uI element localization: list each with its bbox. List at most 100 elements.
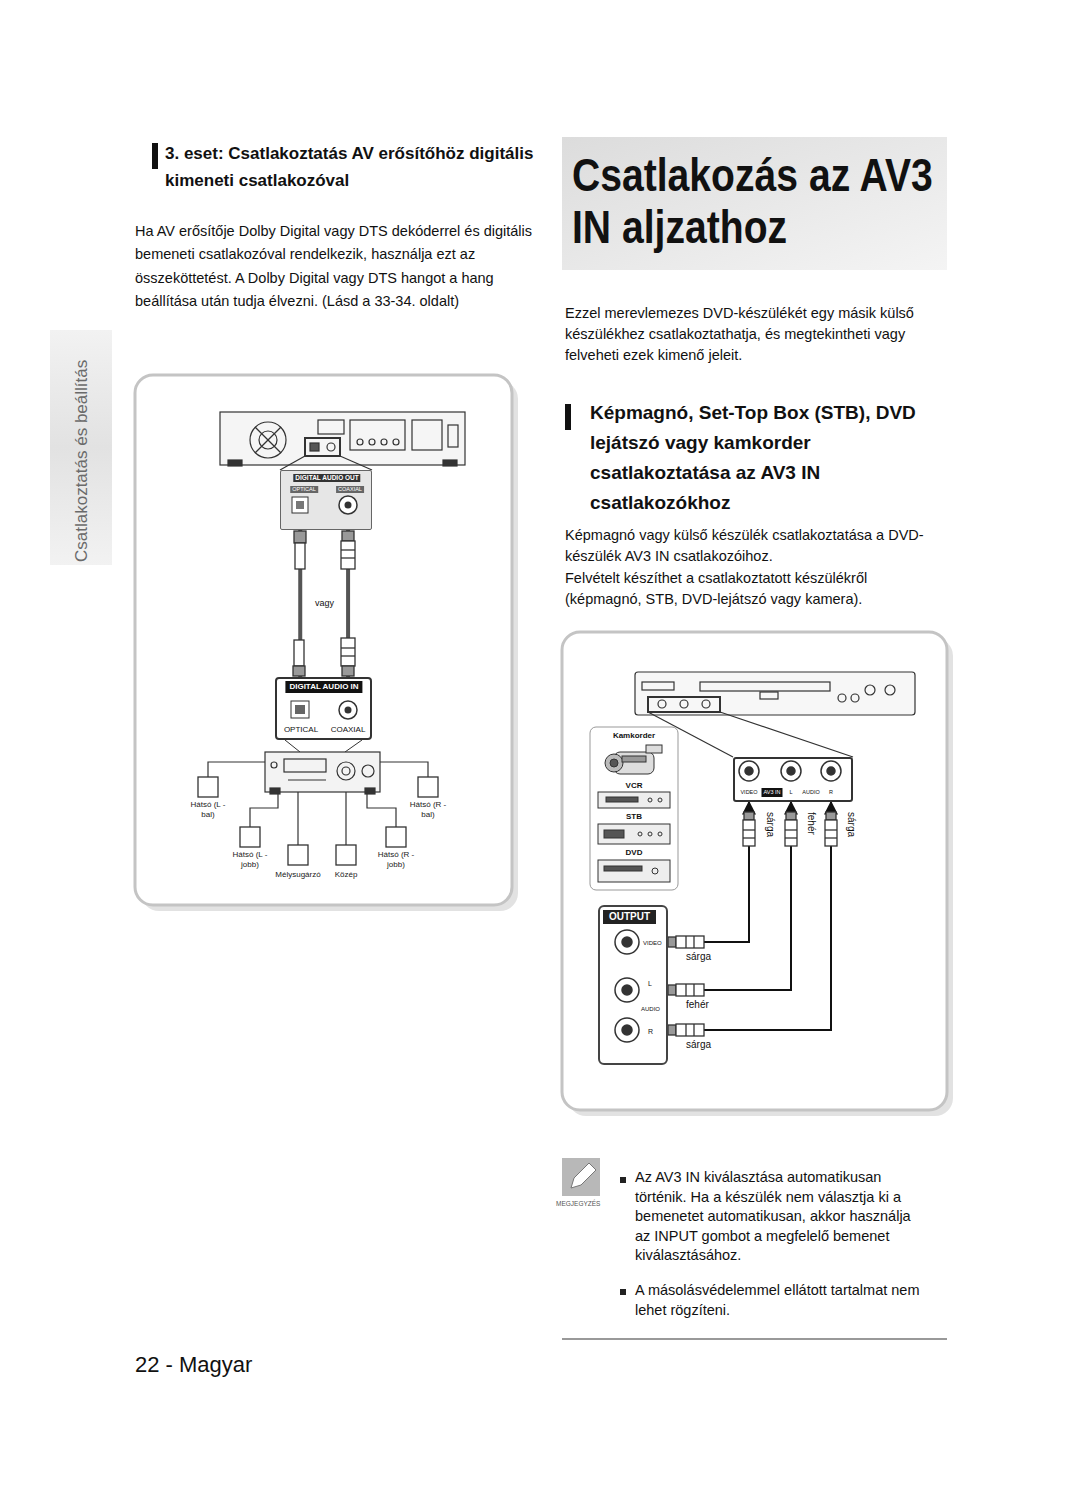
- coaxial-plug: [341, 647, 355, 648]
- rca-plug: [668, 985, 676, 995]
- device-label: STB: [626, 812, 642, 822]
- amplifier: [362, 765, 374, 777]
- speaker-wires: [297, 792, 298, 845]
- output-jack: [615, 1018, 639, 1042]
- cable-color: sárga: [684, 951, 713, 963]
- coaxial-plug: [341, 531, 355, 676]
- rca-plug: [693, 984, 694, 996]
- rca-plug: [685, 936, 686, 948]
- panel-heading: DIGITAL AUDIO OUT: [293, 474, 360, 482]
- optical-plug: [295, 543, 305, 569]
- set-top-box: [658, 832, 662, 836]
- amplifier: [271, 762, 277, 768]
- recorder-rear: [412, 420, 442, 450]
- coaxial-plug: [341, 655, 355, 656]
- digital-in-panel: [345, 707, 352, 714]
- cable-color: sárga: [684, 1039, 713, 1051]
- page-number: 22 - Magyar: [135, 1352, 252, 1378]
- set-top-box: [604, 830, 624, 838]
- recorder-rear: [305, 438, 340, 456]
- speaker-wires: [345, 792, 346, 845]
- vcr: [598, 792, 670, 808]
- cable-color: sárga: [845, 812, 857, 837]
- av-cable: [668, 802, 749, 942]
- panel-heading: OUTPUT: [603, 910, 656, 924]
- recorder-rear: [357, 439, 363, 445]
- speaker: [240, 827, 260, 847]
- digital-out-panel: [281, 471, 371, 529]
- jack-label: COAXIAL: [331, 725, 366, 735]
- note-icon: [620, 1289, 626, 1295]
- device-label: Kamkorder: [613, 731, 655, 741]
- rca-plug: [668, 937, 676, 947]
- recorder-front: [885, 685, 895, 695]
- set-top-box: [598, 824, 670, 844]
- speaker-label: Hátsó (L - jobb): [227, 850, 273, 869]
- heading-bar: [565, 404, 571, 430]
- recorder-front: [658, 700, 666, 708]
- av-cable: [668, 802, 791, 990]
- recorder-front: [838, 694, 846, 702]
- jack-label: VIDEO: [643, 940, 662, 947]
- cable-color: sárga: [764, 812, 776, 837]
- speaker: [336, 845, 356, 865]
- recorder-front: [648, 697, 720, 712]
- jack-panel: DIGITAL AUDIO INOPTICALCOAXIAL: [275, 677, 372, 740]
- recorder-rear: [255, 427, 281, 453]
- input-panel: VIDEOAV3 INLAUDIOR: [733, 757, 853, 802]
- section-heading: Képmagnó, Set-Top Box (STB), DVD lejátsz…: [590, 398, 955, 518]
- dvd-player: [652, 868, 658, 874]
- recorder-front: [700, 682, 830, 691]
- amplifier: [284, 759, 326, 772]
- digital-out-panel: [292, 497, 308, 513]
- device: VCR: [596, 781, 672, 811]
- amplifier: [288, 779, 326, 780]
- vcr: [598, 792, 670, 808]
- rca-plug: [785, 837, 797, 838]
- coaxial-plug: [341, 541, 355, 569]
- jack-label: R: [829, 789, 833, 796]
- side-tab: [50, 330, 112, 565]
- cable-color: fehér: [805, 812, 817, 835]
- jack-label: AUDIO: [641, 1006, 660, 1013]
- coaxial-plug: [341, 549, 355, 550]
- jack-label: COAXIAL: [336, 486, 364, 493]
- rca-plug: [668, 812, 837, 1036]
- device-label: VCR: [626, 781, 643, 791]
- recorder-front: [702, 700, 710, 708]
- jack-label: AV3 IN: [761, 788, 782, 797]
- page-title: Csatlakozás az AV3 IN aljzathoz: [572, 150, 952, 253]
- set-top-box: [648, 832, 652, 836]
- output-jack: [622, 985, 632, 995]
- amplifier: [342, 767, 350, 775]
- recorder-rear: [350, 420, 405, 450]
- optical-plug: [293, 531, 306, 676]
- av-cable: [668, 802, 831, 1030]
- output-jack: [622, 937, 632, 947]
- speaker-wires: [208, 762, 265, 777]
- amplifier: [265, 752, 380, 794]
- jack-label: OPTICAL: [284, 725, 318, 735]
- alternative-label: vagy: [313, 598, 336, 609]
- section-heading: 3. eset: Csatlakoztatás AV erősítőhöz di…: [165, 140, 540, 194]
- coaxial-plug: [341, 638, 355, 666]
- recorder-rear: [228, 460, 242, 466]
- amplifier: [265, 752, 380, 792]
- digital-in-panel: [295, 705, 305, 714]
- device: STB: [596, 812, 672, 846]
- camcorder: [622, 756, 646, 762]
- recorder-rear: [381, 439, 387, 445]
- amplifier: [337, 762, 355, 780]
- recorder-rear: [443, 460, 457, 466]
- rca-plug: [668, 1025, 676, 1035]
- recorder-front: [851, 694, 859, 702]
- jack-label: AUDIO: [802, 789, 819, 796]
- digital-in-panel: [345, 740, 362, 752]
- camcorder: [605, 745, 662, 774]
- jack-label: VIDEO: [740, 789, 757, 796]
- speaker-wires: [250, 792, 278, 827]
- rca-plug: [825, 829, 837, 830]
- recorder-rear: [255, 427, 281, 453]
- set-top-box: [638, 832, 642, 836]
- dvd-player: [598, 860, 670, 882]
